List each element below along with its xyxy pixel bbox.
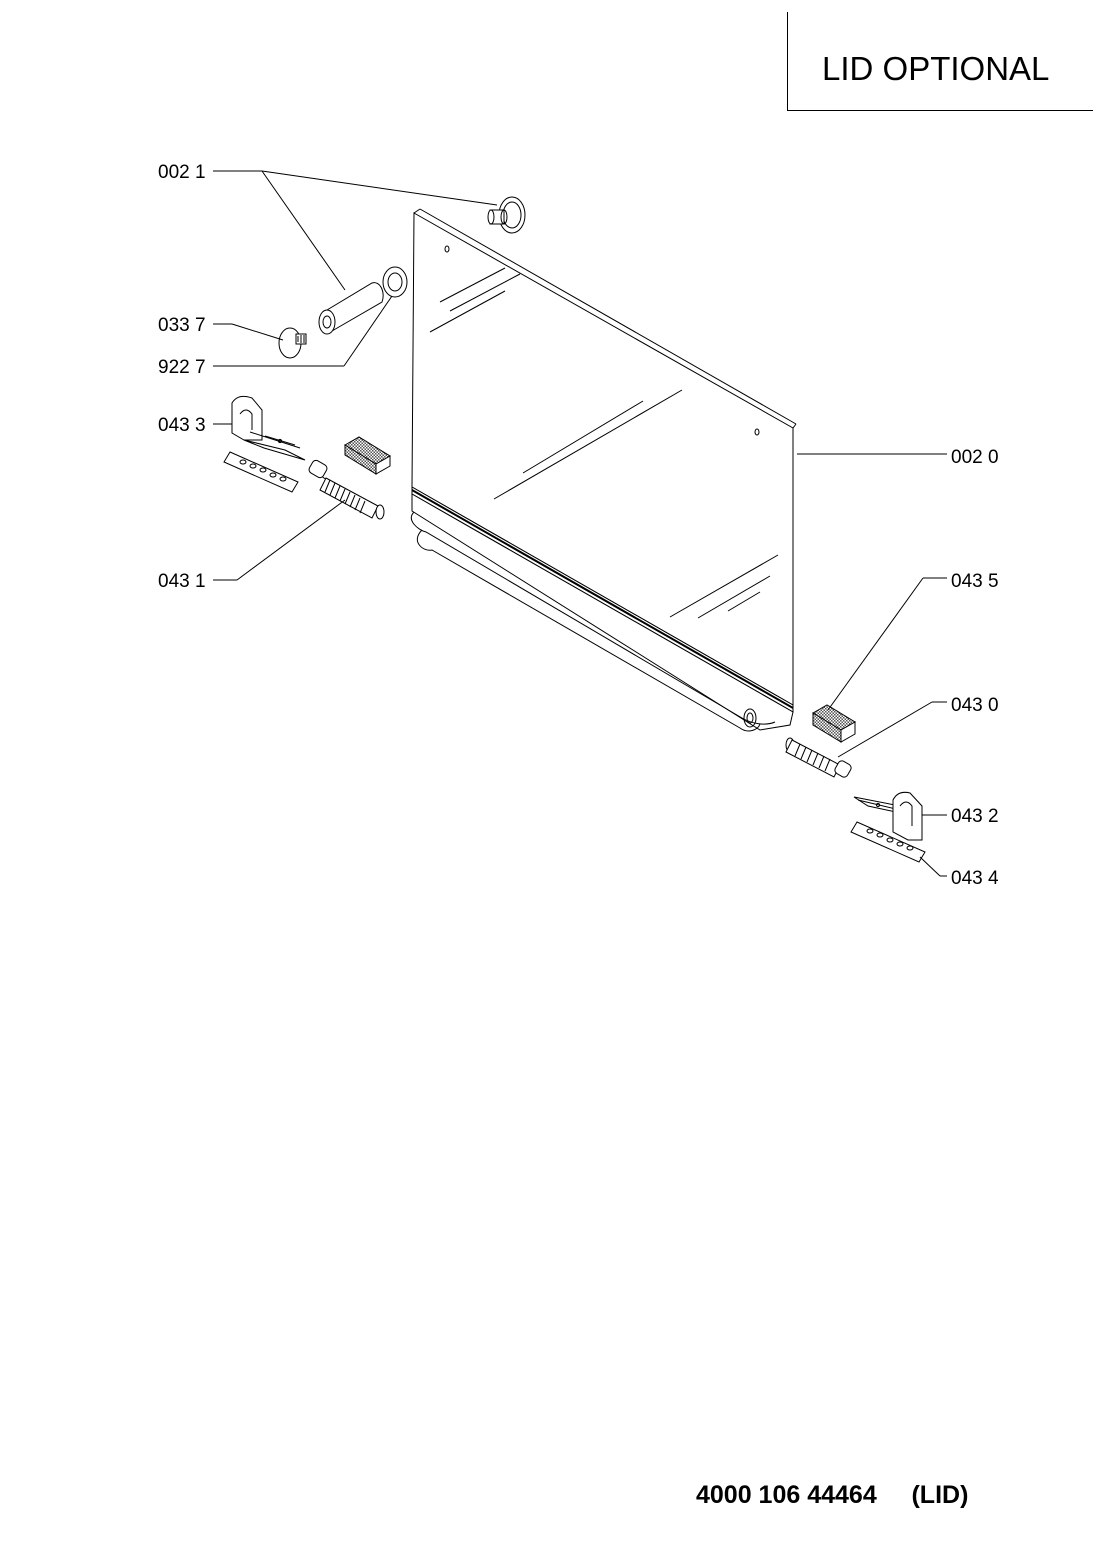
part-number: 4000 106 44464 (696, 1481, 877, 1509)
left-hinge-bracket (231, 395, 306, 461)
callout-0431: 043 1 (158, 571, 206, 592)
left-spring-pin (308, 459, 385, 520)
page-title: LID OPTIONAL (822, 50, 1050, 87)
right-spring-pin (785, 737, 852, 778)
spacer-tube (318, 282, 384, 335)
callout-0337: 033 7 (158, 315, 206, 336)
callout-9227: 922 7 (158, 357, 206, 378)
handle-rail (410, 486, 794, 732)
right-hinge-plate (850, 821, 926, 863)
part-suffix: (LID) (911, 1481, 969, 1509)
leader-lines (213, 170, 947, 877)
washer (382, 266, 408, 298)
callout-0432: 043 2 (951, 806, 999, 827)
footer-part-number: 4000 106 44464 (LID) (696, 1481, 968, 1510)
left-felt-pad (344, 436, 391, 475)
title-box (787, 12, 1093, 111)
callout-0020: 002 0 (951, 447, 999, 468)
callout-0433: 043 3 (158, 415, 206, 436)
callout-0021: 002 1 (158, 162, 206, 183)
callout-0434: 043 4 (951, 868, 999, 889)
left-hinge-plate (223, 451, 299, 493)
lid-knob (487, 196, 526, 234)
callout-0435: 043 5 (951, 571, 999, 592)
callout-0430: 043 0 (951, 695, 999, 716)
right-felt-pad (812, 704, 856, 743)
right-hinge-bracket (853, 791, 923, 841)
cap-button (278, 327, 307, 359)
